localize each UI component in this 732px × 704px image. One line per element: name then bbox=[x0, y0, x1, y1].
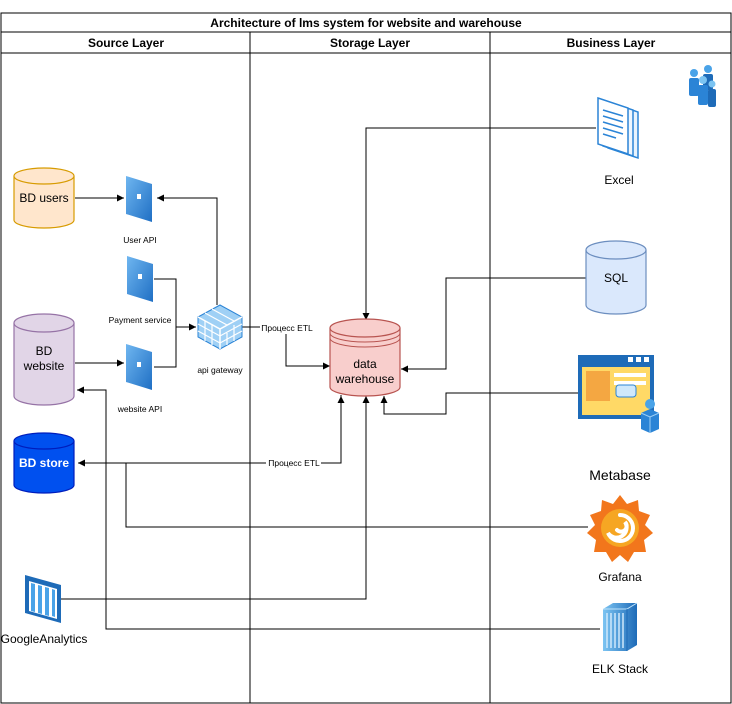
google-analytics-label: GoogleAnalytics bbox=[1, 632, 88, 646]
lane-header-storage: Storage Layer bbox=[330, 36, 410, 50]
google-analytics-icon[interactable] bbox=[25, 575, 61, 623]
api-gateway-label: api gateway bbox=[197, 365, 243, 375]
lane-header-business: Business Layer bbox=[567, 36, 656, 50]
edge-sql-to-dwh bbox=[401, 277, 586, 373]
bd-store-db[interactable] bbox=[13, 432, 75, 494]
excel-label: Excel bbox=[604, 173, 633, 187]
data-warehouse-db[interactable] bbox=[329, 318, 401, 397]
bd-website-db[interactable] bbox=[13, 313, 75, 406]
user-api-label: User API bbox=[123, 235, 157, 245]
users-group-icon bbox=[689, 65, 716, 107]
lane-header-source: Source Layer bbox=[88, 36, 164, 50]
edge-label-etl-2: Процесс ETL bbox=[268, 458, 320, 468]
dwh-label-1: data bbox=[353, 357, 377, 371]
metabase-icon[interactable] bbox=[578, 355, 660, 433]
website-api-label: website API bbox=[117, 404, 162, 414]
bd-store-label: BD store bbox=[19, 456, 69, 470]
sql-db[interactable] bbox=[585, 240, 647, 315]
bd-website-label-2: website bbox=[23, 359, 65, 373]
grafana-label: Grafana bbox=[598, 570, 642, 584]
grafana-icon[interactable] bbox=[587, 495, 653, 562]
bd-users-label: BD users bbox=[19, 191, 68, 205]
edge-ga-to-dwh bbox=[61, 396, 370, 600]
excel-icon[interactable] bbox=[597, 96, 639, 160]
dwh-label-2: warehouse bbox=[335, 372, 395, 386]
bd-users-db[interactable] bbox=[13, 167, 75, 229]
edge-payment-to-gateway bbox=[154, 278, 196, 331]
user-api-icon[interactable] bbox=[126, 176, 152, 222]
elk-stack-label: ELK Stack bbox=[592, 662, 649, 676]
edge-label-etl-1: Процесс ETL bbox=[261, 323, 313, 333]
payment-service-icon[interactable] bbox=[127, 256, 153, 302]
bd-website-label-1: BD bbox=[36, 344, 53, 358]
edge-elk-to-website bbox=[77, 386, 600, 630]
diagram-title: Architecture of lms system for website a… bbox=[210, 16, 522, 30]
edge-grafana-to-store bbox=[125, 463, 588, 528]
elk-stack-icon[interactable] bbox=[603, 602, 638, 651]
website-api-icon[interactable] bbox=[126, 344, 152, 390]
api-gateway-icon[interactable] bbox=[197, 304, 243, 350]
edge-websiteapi-to-gateway bbox=[154, 327, 177, 368]
edge-gateway-to-userapi bbox=[157, 194, 218, 305]
edge-metabase-to-dwh bbox=[380, 392, 578, 415]
edge-excel-to-dwh bbox=[362, 127, 596, 320]
metabase-label: Metabase bbox=[589, 467, 651, 483]
payment-service-label: Payment service bbox=[109, 315, 172, 325]
sql-label: SQL bbox=[604, 271, 628, 285]
